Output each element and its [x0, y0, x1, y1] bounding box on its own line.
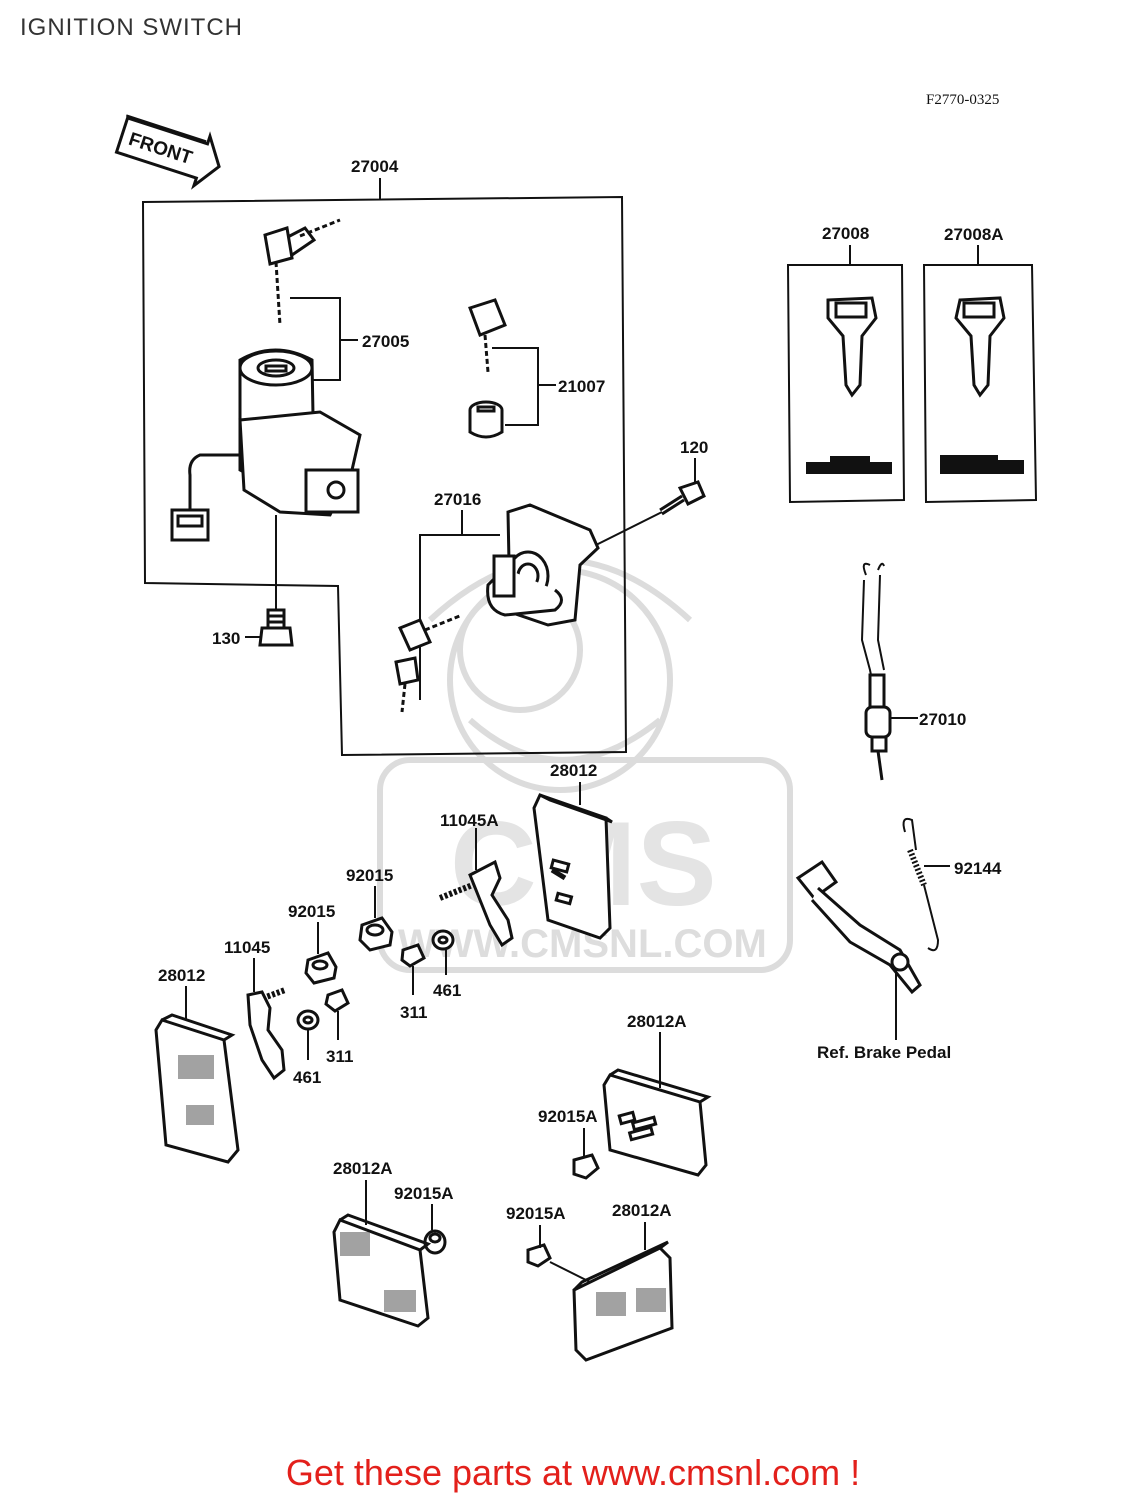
key-blank-27008-icon: [826, 296, 1006, 398]
seat-lock-keys-icon: [394, 613, 463, 713]
leader-92015A-to-reflector: [549, 1261, 591, 1283]
part-label-27008: 27008: [822, 224, 869, 243]
parts-diagram: CMS WWW.CMSNL.COM FRONT: [114, 114, 1038, 1362]
part-label-11045: 11045: [224, 938, 270, 957]
bracket-21007: [492, 347, 556, 426]
ignition-keys-icon: [263, 218, 341, 326]
part-label-461-b: 461: [293, 1068, 321, 1087]
part-label-ref-brake-pedal: Ref. Brake Pedal: [817, 1043, 951, 1062]
page-title: IGNITION SWITCH: [20, 14, 243, 41]
bracket-27005: [290, 297, 358, 381]
part-label-27004: 27004: [351, 157, 399, 176]
part-label-27016: 27016: [434, 490, 481, 509]
bracket-11045-icon: [246, 987, 287, 1081]
seat-lock-27016-icon: [486, 503, 600, 627]
key-blank-tags: [806, 455, 1024, 474]
part-label-28012A-bottom: 28012A: [612, 1201, 672, 1220]
part-label-120: 120: [680, 438, 708, 457]
part-label-92015A-bottom: 92015A: [506, 1204, 566, 1223]
brake-light-switch-27010-icon: [860, 562, 892, 781]
part-label-92015A-mid: 92015A: [394, 1184, 454, 1203]
ignition-switch-body-icon: [170, 348, 362, 542]
part-label-461-a: 461: [433, 981, 461, 1000]
part-label-92015-b: 92015: [288, 902, 335, 921]
part-label-311-b: 311: [326, 1047, 353, 1066]
part-label-11045A: 11045A: [440, 811, 499, 830]
reflector-pattern-left: [178, 1055, 214, 1125]
key-blank-27008-box: [786, 245, 1038, 504]
leader-120-to-lock: [595, 511, 663, 546]
brake-pedal-icon: [795, 859, 922, 995]
reflector-28012-left-icon: [154, 1013, 240, 1164]
footer-promo-link[interactable]: Get these parts at www.cmsnl.com !: [285, 1452, 861, 1493]
part-label-92015A-right: 92015A: [538, 1107, 598, 1126]
part-label-130: 130: [212, 629, 240, 648]
part-label-27005: 27005: [362, 332, 409, 351]
bracket-27016: [419, 510, 500, 700]
part-label-27008A: 27008A: [944, 225, 1004, 244]
front-arrow: FRONT: [114, 114, 221, 190]
nut-92015A-icons: [423, 1153, 600, 1268]
part-label-27010: 27010: [919, 710, 966, 729]
part-label-21007: 21007: [558, 377, 605, 396]
part-label-28012A-right: 28012A: [627, 1012, 687, 1031]
bracket-11045A-icon: [438, 859, 514, 948]
footer-promo[interactable]: Get these parts at www.cmsnl.com !: [0, 1452, 1146, 1494]
part-label-28012-left: 28012: [158, 966, 205, 985]
part-label-311-a: 311: [400, 1003, 427, 1022]
set-outline-27004: [141, 178, 628, 757]
reflector-28012-top-icon: [532, 793, 613, 940]
part-label-92015-a: 92015: [346, 866, 393, 885]
bolt-130-icon: [258, 608, 294, 647]
screw-120-icon: [659, 480, 706, 516]
drawing-code: F2770-0325: [926, 92, 1000, 108]
part-label-28012A-left: 28012A: [333, 1159, 393, 1178]
key-21007-icon: [468, 298, 507, 439]
part-label-92144: 92144: [954, 859, 1002, 878]
part-label-28012-top: 28012: [550, 761, 597, 780]
reflector-pattern-bottom: [596, 1288, 666, 1316]
nut-311-461-icons: [296, 929, 455, 1031]
nut-92015-icon: [304, 916, 394, 985]
reflector-pattern-left-a: [340, 1232, 416, 1312]
spring-92144-icon: [902, 817, 940, 952]
reflector-28012A-right-icon: [602, 1068, 712, 1177]
